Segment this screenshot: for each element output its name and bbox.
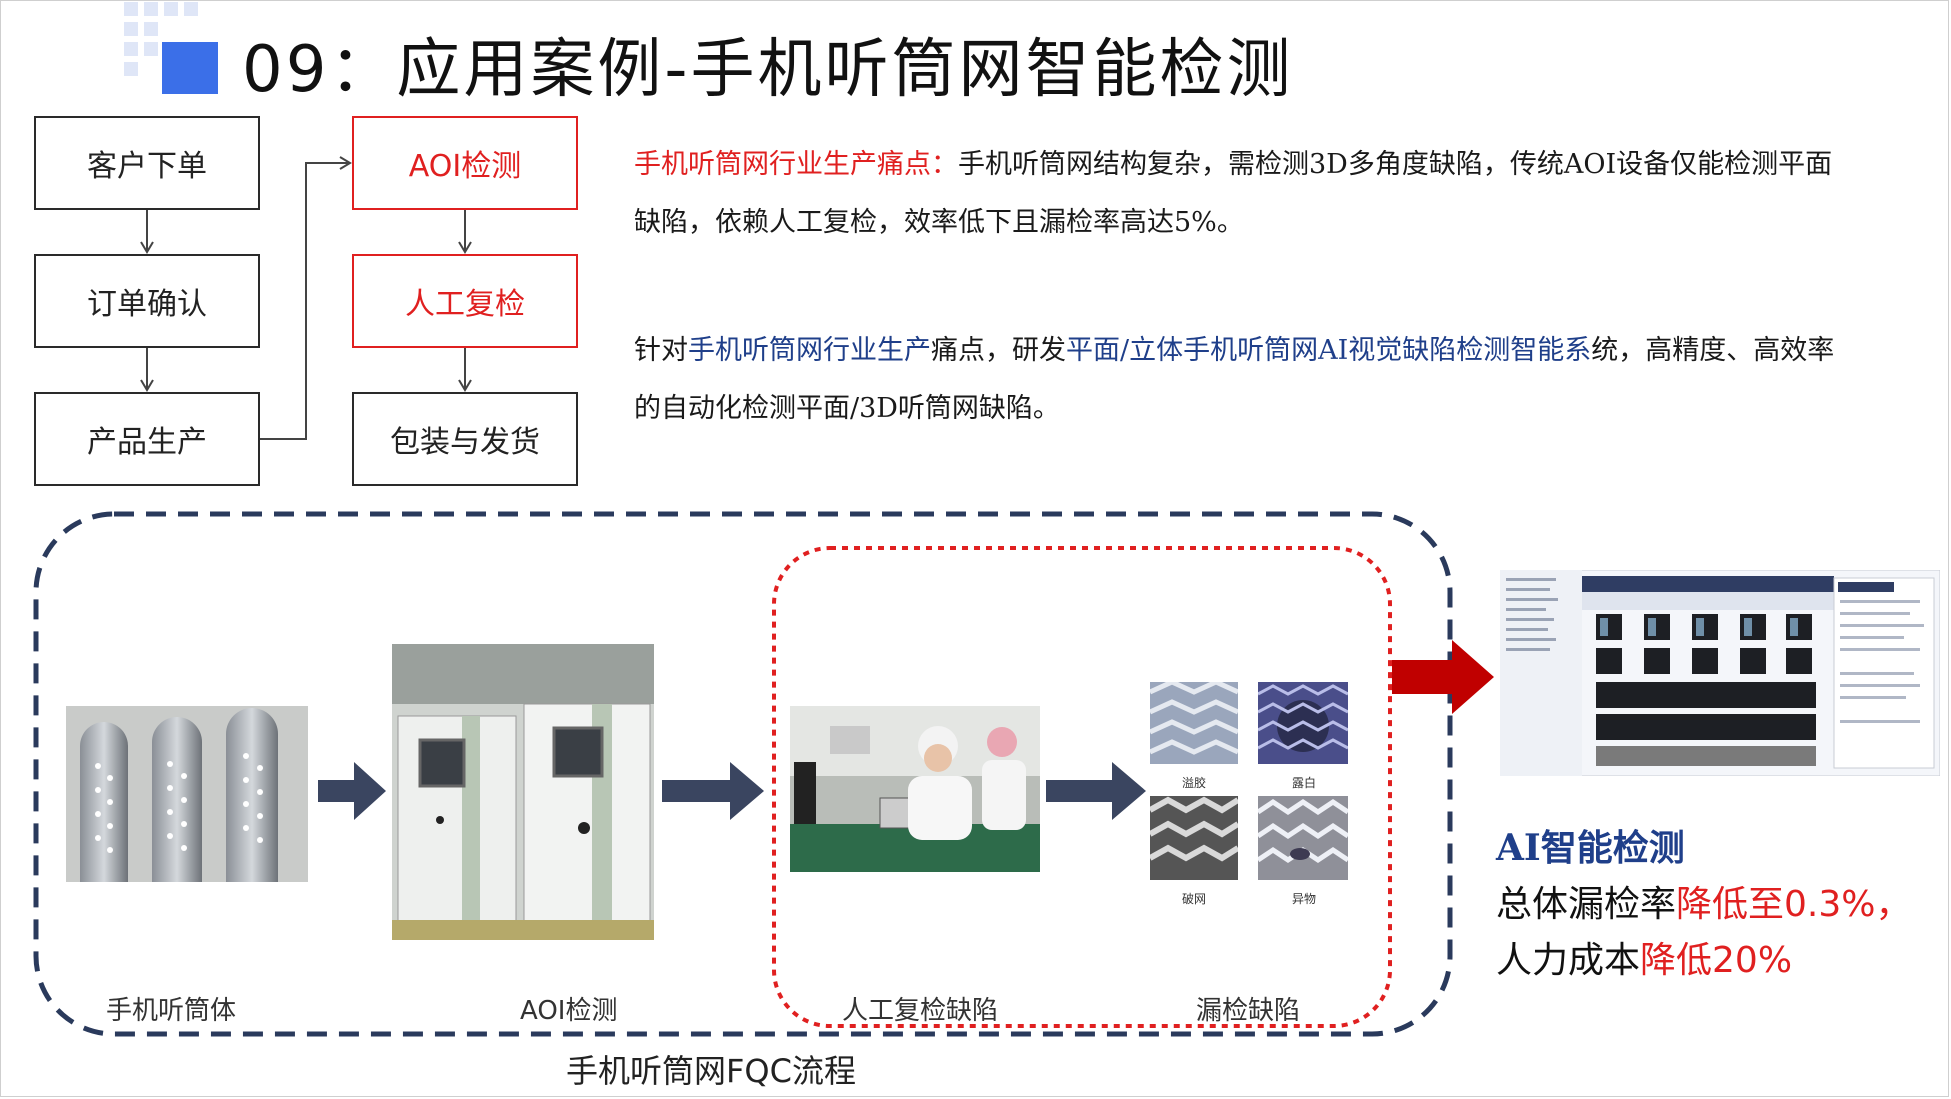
earpiece-illustration (66, 706, 308, 882)
result-title: AI智能检测 (1496, 820, 1911, 877)
solution-highlight: 手机听筒网行业生产 (688, 335, 931, 366)
software-ui-illustration (1500, 570, 1940, 776)
defect-image-broken (1150, 796, 1238, 880)
fqc-caption: 人工复检缺陷 (842, 996, 999, 1026)
process-arrow-icon (662, 762, 764, 820)
pain-point-lead: 手机听筒网行业生产痛点： (634, 149, 958, 180)
flow-step-label: AOI检测 (408, 149, 522, 184)
aoi-machine-photo (392, 644, 654, 940)
flow-step-confirm: 订单确认 (34, 254, 260, 348)
solution-part: 统，高精度、高效率的自动化检测平面/3D听筒网缺陷。 (634, 335, 1835, 424)
aoi-machine-illustration (392, 644, 654, 940)
pain-point-text: 手机听筒网结构复杂，需检测3D多角度缺陷，传统AOI设备仅能检测平面缺陷，依赖人… (634, 149, 1833, 238)
manual-recheck-illustration (790, 706, 1040, 872)
manual-recheck-photo (790, 706, 1040, 872)
flow-step-label: 包装与发货 (390, 425, 540, 460)
fqc-caption: 手机听筒体 (106, 996, 237, 1026)
flow-step-ship: 包装与发货 (352, 392, 578, 486)
defect-texture (1150, 682, 1238, 764)
defect-label: 破网 (1182, 892, 1207, 906)
solution-part: 针对 (634, 335, 688, 366)
flow-step-recheck: 人工复检 (352, 254, 578, 348)
fqc-caption: 漏检缺陷 (1196, 996, 1301, 1026)
result-text: 人力成本 (1496, 940, 1641, 981)
title-marker (162, 42, 218, 94)
flow-step-label: 人工复检 (405, 287, 525, 322)
defect-image-exposed (1258, 682, 1348, 764)
solution-highlight: 平面/立体手机听筒网AI视觉缺陷检测智能系 (1066, 335, 1592, 366)
result-line-miss-rate: 总体漏检率降低至0.3%， (1496, 877, 1911, 933)
result-title-text: AI智能检测 (1496, 827, 1685, 869)
result-line-labor: 人力成本降低20% (1496, 933, 1911, 989)
result-arrow-icon (1392, 640, 1494, 714)
result-value: 降低20% (1640, 940, 1793, 981)
flow-step-aoi: AOI检测 (352, 116, 578, 210)
earpiece-photo (66, 706, 308, 882)
flow-step-label: 订单确认 (87, 287, 207, 322)
flow-step-label: 客户下单 (87, 149, 207, 184)
defect-image-glue (1150, 682, 1238, 764)
process-arrow-icon (318, 762, 386, 820)
flow-step-produce: 产品生产 (34, 392, 260, 486)
fqc-caption: AOI检测 (520, 996, 618, 1026)
defect-label: 露白 (1292, 776, 1317, 790)
result-text: 总体漏检率 (1496, 884, 1677, 925)
defect-image-foreign (1258, 796, 1348, 880)
defect-texture (1150, 796, 1238, 880)
flow-step-label: 产品生产 (87, 425, 207, 460)
fqc-flow-label: 手机听筒网FQC流程 (566, 1052, 856, 1090)
solution-part: 痛点，研发 (931, 335, 1066, 366)
flow-step-order: 客户下单 (34, 116, 260, 210)
defect-label: 溢胶 (1182, 776, 1207, 790)
flow-connectors (140, 156, 472, 440)
page-title: 09：应用案例-手机听筒网智能检测 (242, 33, 1294, 107)
result-block: AI智能检测 总体漏检率降低至0.3%， 人力成本降低20% (1496, 820, 1911, 989)
process-arrow-icon (1046, 762, 1146, 820)
defect-texture (1258, 796, 1348, 880)
defect-texture (1258, 682, 1348, 764)
solution-paragraph: 针对手机听筒网行业生产痛点，研发平面/立体手机听筒网AI视觉缺陷检测智能系统，高… (634, 322, 1854, 438)
defect-label: 异物 (1292, 892, 1317, 906)
result-value: 降低至0.3%， (1676, 884, 1912, 925)
pain-point-paragraph: 手机听筒网行业生产痛点：手机听筒网结构复杂，需检测3D多角度缺陷，传统AOI设备… (634, 136, 1854, 252)
ai-software-screenshot (1500, 570, 1940, 776)
